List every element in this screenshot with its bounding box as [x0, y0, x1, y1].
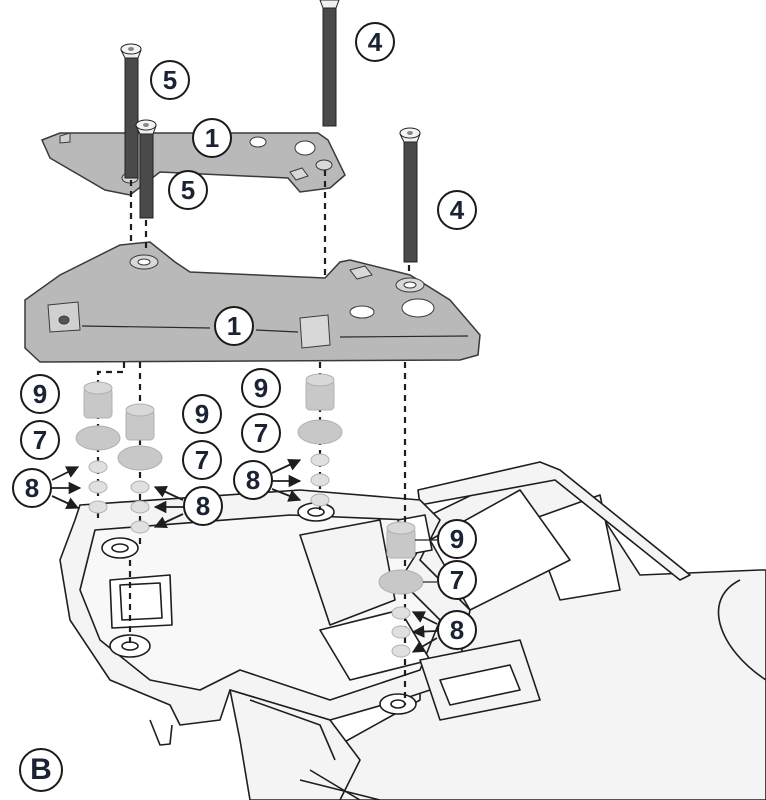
callout-part-4-right: 4 — [437, 190, 477, 230]
callout-part-9-mid: 9 — [182, 394, 222, 434]
callout-part-7-mid: 7 — [182, 440, 222, 480]
callout-part-7-right: 7 — [437, 560, 477, 600]
screw-4-right — [399, 127, 421, 263]
callout-part-9-left: 9 — [20, 374, 60, 414]
callout-part-4-top: 4 — [355, 22, 395, 62]
washer-8 — [88, 480, 108, 494]
callout-part-9-center: 9 — [241, 368, 281, 408]
leader-lines — [415, 539, 437, 583]
right-spacer-stack — [378, 521, 424, 658]
washer-8 — [88, 500, 108, 514]
upper-mounting-plate — [40, 132, 346, 196]
callout-part-1-upper-plate: 1 — [192, 118, 232, 158]
left-spacer-stack — [75, 381, 121, 514]
callout-part-1-lower-plate: 1 — [214, 306, 254, 346]
callout-part-8-right: 8 — [437, 610, 477, 650]
screw-5-mid — [135, 119, 157, 219]
washer-7 — [75, 425, 121, 451]
callout-part-7-center: 7 — [241, 413, 281, 453]
screw-5-top — [120, 43, 142, 179]
callout-part-8-left: 8 — [12, 468, 52, 508]
callout-part-9-right: 9 — [437, 519, 477, 559]
center-spacer-stack — [297, 373, 343, 507]
callout-part-5-top: 5 — [150, 60, 190, 100]
washer-8 — [88, 460, 108, 474]
callout-part-8-mid: 8 — [183, 486, 223, 526]
motorcycle-rack — [59, 461, 766, 800]
callout-part-5-mid: 5 — [168, 170, 208, 210]
screw-4-top — [319, 0, 340, 127]
callout-part-8-center: 8 — [233, 460, 273, 500]
lower-mounting-plate — [24, 241, 481, 363]
callout-part-7-left: 7 — [20, 420, 60, 460]
view-label-b: B — [19, 748, 63, 792]
leader-arrows — [51, 459, 438, 653]
mid-spacer-stack — [117, 403, 163, 534]
